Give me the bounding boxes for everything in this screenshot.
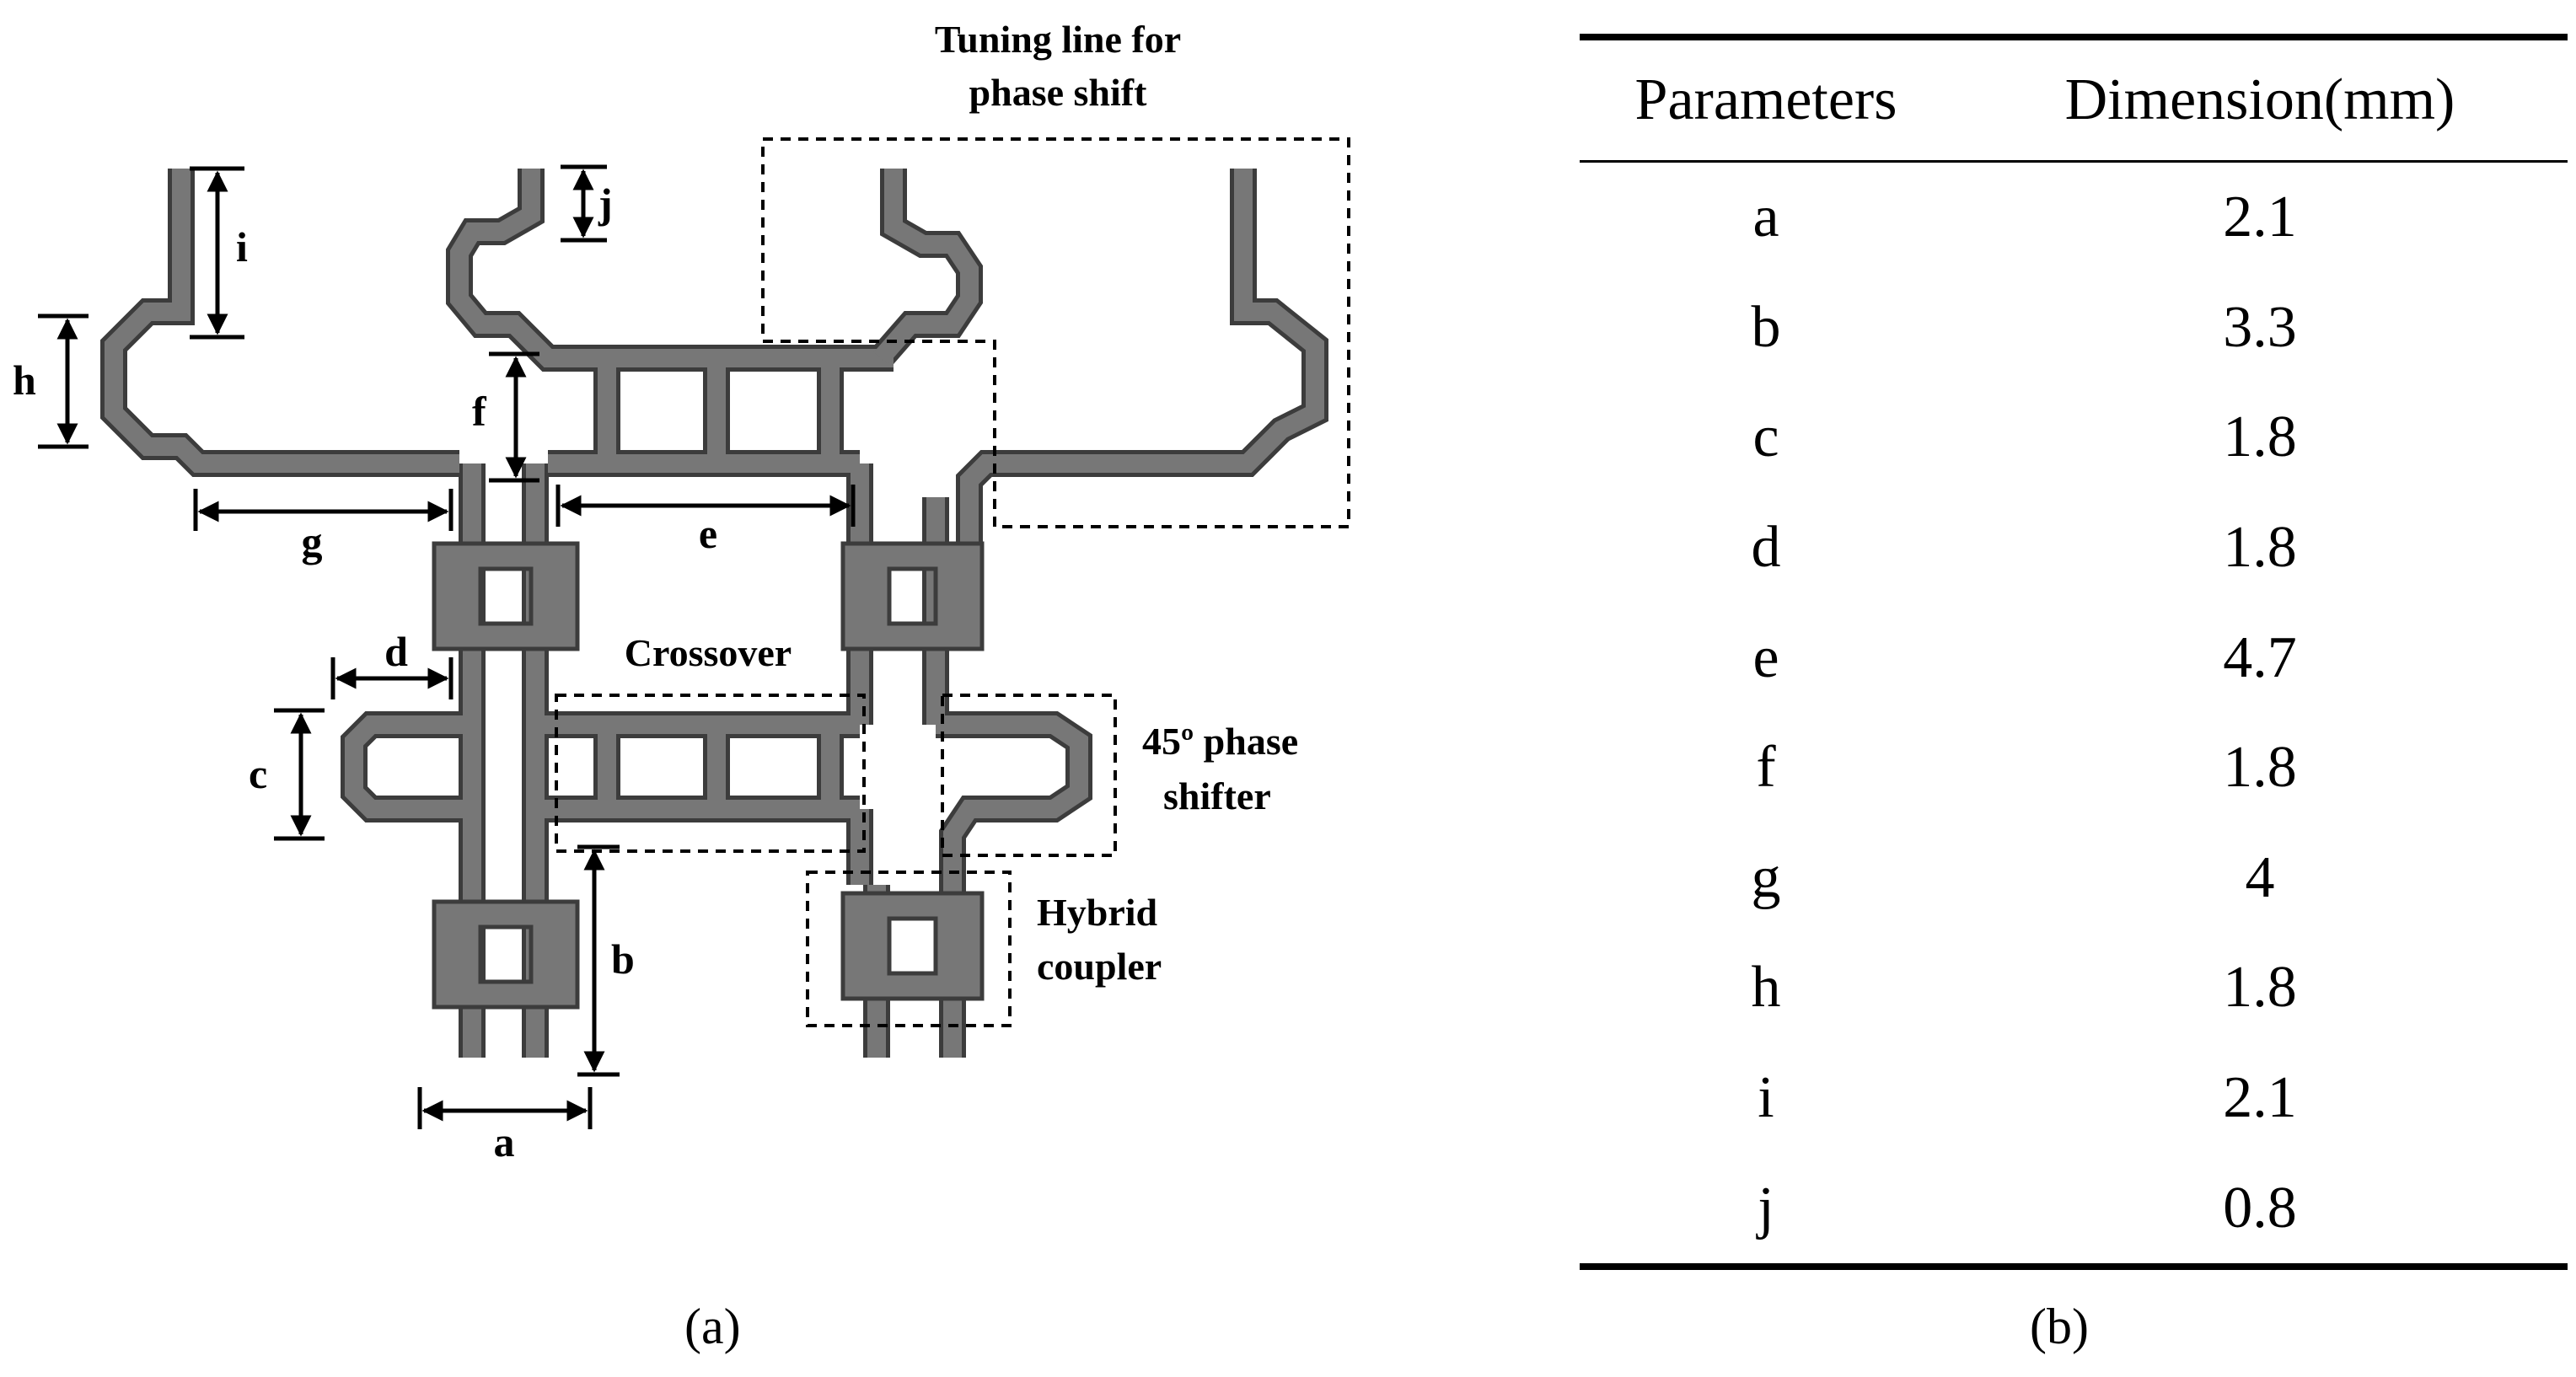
caption-b: (b) <box>2030 1299 2089 1354</box>
param-cell: c <box>1752 405 1779 470</box>
tuning-label-line1: Tuning line for <box>935 18 1181 61</box>
table-row: i 2.1 <box>1580 1043 2568 1154</box>
value-cell: 4 <box>2245 844 2275 910</box>
header-dimension: Dimension(mm) <box>2064 67 2455 132</box>
caption-a: (a) <box>684 1299 741 1354</box>
dim-label-a: a <box>494 1118 515 1165</box>
param-cell: a <box>1752 185 1779 250</box>
tuning-label-line2: phase shift <box>969 71 1148 114</box>
param-cell: e <box>1752 624 1779 690</box>
table-row: b 3.3 <box>1580 273 2568 383</box>
dimension-lines <box>38 164 856 1129</box>
phase-shifter-label-line2: shifter <box>1163 774 1271 817</box>
table-row: c 1.8 <box>1580 383 2568 493</box>
hybrid-coupler-patches <box>432 541 985 1010</box>
microstrip-layout <box>100 169 1328 1058</box>
hybrid-label-line1: Hybrid <box>1037 891 1158 934</box>
value-cell: 4.7 <box>2223 624 2297 690</box>
value-cell: 2.1 <box>2223 1065 2297 1131</box>
dim-label-g: g <box>302 518 323 565</box>
table-row: d 1.8 <box>1580 493 2568 603</box>
tuning-line-box <box>761 137 1350 528</box>
value-cell: 3.3 <box>2223 294 2297 360</box>
table-row: h 1.8 <box>1580 933 2568 1043</box>
header-parameters: Parameters <box>1634 67 1897 132</box>
value-cell: 2.1 <box>2223 185 2297 250</box>
param-cell: g <box>1751 844 1781 910</box>
value-cell: 1.8 <box>2223 405 2297 470</box>
region-boxes <box>555 137 1350 1027</box>
dim-label-j: j <box>598 179 613 227</box>
dim-label-i: i <box>236 223 248 271</box>
dim-label-h: h <box>13 356 36 404</box>
table-row: e 4.7 <box>1580 603 2568 713</box>
value-cell: 1.8 <box>2223 955 2297 1021</box>
param-cell: i <box>1758 1065 1774 1131</box>
param-cell: h <box>1751 955 1781 1021</box>
dim-label-d: d <box>384 628 408 675</box>
param-cell: d <box>1751 515 1781 581</box>
param-cell: j <box>1758 1175 1774 1240</box>
phase-shifter-box <box>941 694 1117 857</box>
diagram-labels: Tuning line for phase shift Crossover 45… <box>13 18 1298 1165</box>
crossover-label: Crossover <box>625 631 792 674</box>
table-row: j 0.8 <box>1580 1153 2568 1267</box>
phase-shifter-label-line1: 45º phase <box>1142 720 1298 763</box>
param-cell: b <box>1751 294 1781 360</box>
dim-label-f: f <box>472 388 487 435</box>
dim-label-b: b <box>611 935 635 983</box>
table-row: f 1.8 <box>1580 713 2568 823</box>
hybrid-label-line2: coupler <box>1037 945 1162 988</box>
dim-label-e: e <box>699 510 717 557</box>
value-cell: 0.8 <box>2223 1175 2297 1240</box>
table-header-row: Parameters Dimension(mm) <box>1580 37 2568 162</box>
butler-matrix-layout-diagram: Tuning line for phase shift Crossover 45… <box>13 18 1350 1165</box>
table-row: a 2.1 <box>1580 162 2568 273</box>
dim-label-c: c <box>249 750 267 797</box>
value-cell: 1.8 <box>2223 515 2297 581</box>
param-cell: f <box>1756 735 1776 801</box>
value-cell: 1.8 <box>2223 735 2297 801</box>
